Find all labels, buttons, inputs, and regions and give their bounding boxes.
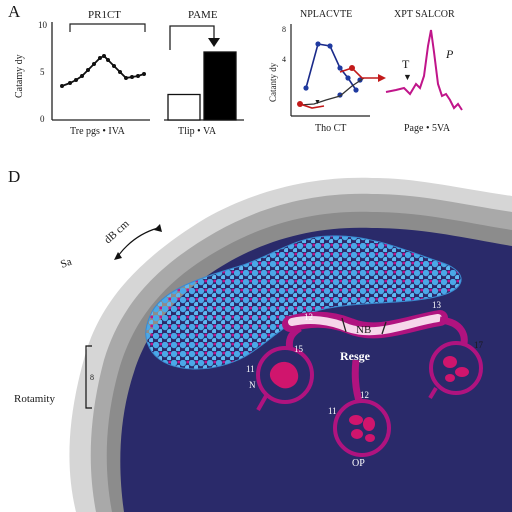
chart3: NPLACVTE Catanty dy 8 4 ▼ Tho CT: [268, 9, 386, 134]
scale-label: Rotamity: [14, 393, 55, 405]
node-bottom-blobs: [349, 415, 375, 442]
panel-d-label: D: [8, 167, 20, 186]
chart1-ytick-mid: 5: [40, 67, 45, 77]
chart3-ylabel: Catanty dy: [268, 62, 278, 102]
chart2-bracket: [169, 25, 215, 50]
chart3-ytick-top: 8: [282, 25, 286, 34]
chart3-marker-icon: ▼: [314, 98, 321, 106]
chart1-ytick-top: 10: [38, 20, 48, 30]
measure-label: dB cm: [102, 218, 132, 247]
chart4-peak-label: P: [445, 47, 454, 61]
cell-cluster: [145, 235, 462, 370]
chart2-xlabel: Tlip • VA: [178, 126, 217, 137]
node-left-side: 11: [246, 364, 255, 374]
chart1-xlabel: Tre pgs • IVA: [70, 126, 126, 137]
chart3-black-line: [299, 77, 365, 106]
chart3-title: NPLACVTE: [300, 9, 352, 20]
center-label: NB: [356, 324, 371, 336]
chart3-blue-line: [305, 43, 357, 91]
side-label: Sa: [59, 256, 74, 271]
node-bottom-inner: OP: [352, 458, 365, 469]
chart4: XPT SALCOR T ▼ P Page • 5VA: [385, 9, 463, 134]
chart4-down-arrow-icon: ▼: [403, 72, 412, 82]
center-num-right: 13: [432, 300, 442, 310]
channel-tick-right: [381, 321, 387, 335]
chart3-ytick-mid: 4: [282, 55, 286, 64]
chart1-bracket: [69, 23, 146, 32]
chart1-line: [61, 54, 145, 87]
node-left: 15 11 N: [246, 344, 314, 411]
chart1-title: PR1CT: [88, 9, 121, 21]
node-left-blob: [269, 361, 299, 389]
chart4-marker-label: T: [402, 57, 410, 71]
chart2-bar: [167, 93, 201, 121]
region-label: Resge: [340, 349, 371, 363]
chart4-xlabel: Page • 5VA: [404, 123, 451, 134]
chart2-title: PAME: [188, 9, 218, 21]
cell-diagram: NB 12 13 Resge 15 11 N 12 11 OP: [14, 177, 512, 512]
measure-arrow-end-icon: [154, 224, 162, 232]
measure-arc: [117, 227, 159, 257]
center-num-left: 12: [304, 312, 313, 322]
chart2: PAME Tlip • VA: [164, 9, 244, 137]
chart4-title: XPT SALCOR: [394, 9, 455, 20]
chart3-red-line-2: [339, 67, 380, 79]
chart4-trace: [385, 29, 463, 111]
scale-bracket: [85, 345, 92, 409]
chart2-bar: [203, 51, 237, 121]
scale-value: 8: [90, 373, 94, 382]
node-right-tail: [428, 386, 438, 400]
node-right-blobs: [443, 356, 469, 382]
measure-arrow-start-icon: [114, 252, 122, 260]
channel-tick-left: [341, 317, 347, 333]
chart1: PR1CT Catamy dy 10 5 0 Tre pgs • IVA: [14, 9, 150, 137]
node-bottom-side: 11: [328, 406, 337, 416]
node-bottom: 12 11 OP: [328, 390, 391, 469]
node-left-num: 15: [294, 344, 304, 354]
chart2-bars: [167, 51, 237, 121]
node-left-inner: N: [249, 380, 256, 390]
chart3-red-points: [297, 65, 355, 107]
chart1-ytick-zero: 0: [40, 114, 45, 124]
central-channel-core: [288, 314, 442, 336]
chart2-arrow-icon: [208, 38, 220, 47]
chart3-arrow-icon: [378, 74, 386, 82]
node-left-tail: [256, 395, 268, 411]
chart1-ylabel: Catamy dy: [14, 54, 25, 98]
node-bottom-num: 12: [360, 390, 369, 400]
chart3-red-line: [299, 103, 325, 109]
chart1-points: [60, 54, 146, 88]
node-right-num: 17: [474, 340, 484, 350]
chart3-xlabel: Tho CT: [315, 123, 346, 134]
panel-a-label: A: [8, 2, 21, 21]
node-right: 17: [428, 340, 484, 400]
chart3-blue-points: [303, 41, 363, 98]
